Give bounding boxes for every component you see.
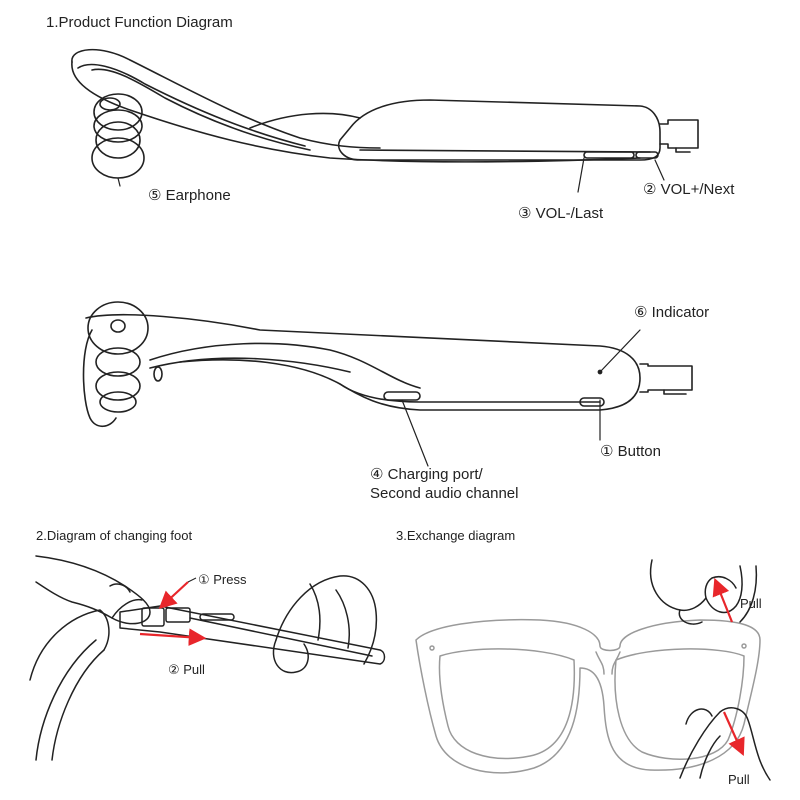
vol-minus-button-shape xyxy=(583,151,635,159)
left-hand xyxy=(35,555,151,625)
press-arrow xyxy=(158,581,189,609)
charging-port-label: ④ Charging port/ xyxy=(370,466,483,483)
side-ear-hook xyxy=(82,329,117,428)
top-main-body xyxy=(338,99,661,161)
changing-foot-arrows xyxy=(139,581,207,646)
left-lens xyxy=(438,648,576,760)
top-hand xyxy=(649,559,743,614)
pull-bottom-label: Pull xyxy=(728,772,750,787)
bottom-hand xyxy=(679,707,771,781)
top-foot-connector xyxy=(659,119,699,149)
right-lens xyxy=(614,648,745,760)
exchange-arrows xyxy=(712,577,745,757)
top-ear-hook xyxy=(71,48,381,149)
indicator-label: ⑥ Indicator xyxy=(634,304,710,321)
section1-title: 1.Product Function Diagram xyxy=(46,14,233,31)
section2-title: 2.Diagram of changing foot xyxy=(36,528,193,543)
glasses-drawing xyxy=(415,618,761,774)
changing-foot-drawing xyxy=(29,555,386,761)
earphone-label: ⑤ Earphone xyxy=(148,187,231,204)
exchange-hands xyxy=(649,559,771,781)
vol-minus-label: ③ VOL-/Last xyxy=(518,205,604,222)
right-hand xyxy=(275,575,378,665)
pull-arrow xyxy=(139,628,207,646)
pull-label: ② Pull xyxy=(168,662,205,677)
foot-arm-body xyxy=(119,605,386,665)
press-label: ① Press xyxy=(198,572,247,587)
pull-up-arrow xyxy=(712,577,734,623)
side-earphone-tip xyxy=(87,301,163,413)
vol-plus-label: ② VOL+/Next xyxy=(643,181,735,198)
button-shape xyxy=(579,397,605,407)
section3-title: 3.Exchange diagram xyxy=(396,528,516,543)
charging-port-shape xyxy=(383,391,421,401)
pull-down-arrow xyxy=(722,711,745,757)
top-view-device xyxy=(71,48,699,193)
second-audio-label: Second audio channel xyxy=(370,485,519,502)
side-view-device xyxy=(82,301,693,467)
vol-plus-button-shape xyxy=(635,151,659,159)
side-main-body xyxy=(85,313,641,411)
top-earphone-tip xyxy=(91,93,145,179)
side-foot-connector xyxy=(639,363,693,393)
pull-top-label: Pull xyxy=(740,596,762,611)
button-label: ① Button xyxy=(600,443,661,460)
